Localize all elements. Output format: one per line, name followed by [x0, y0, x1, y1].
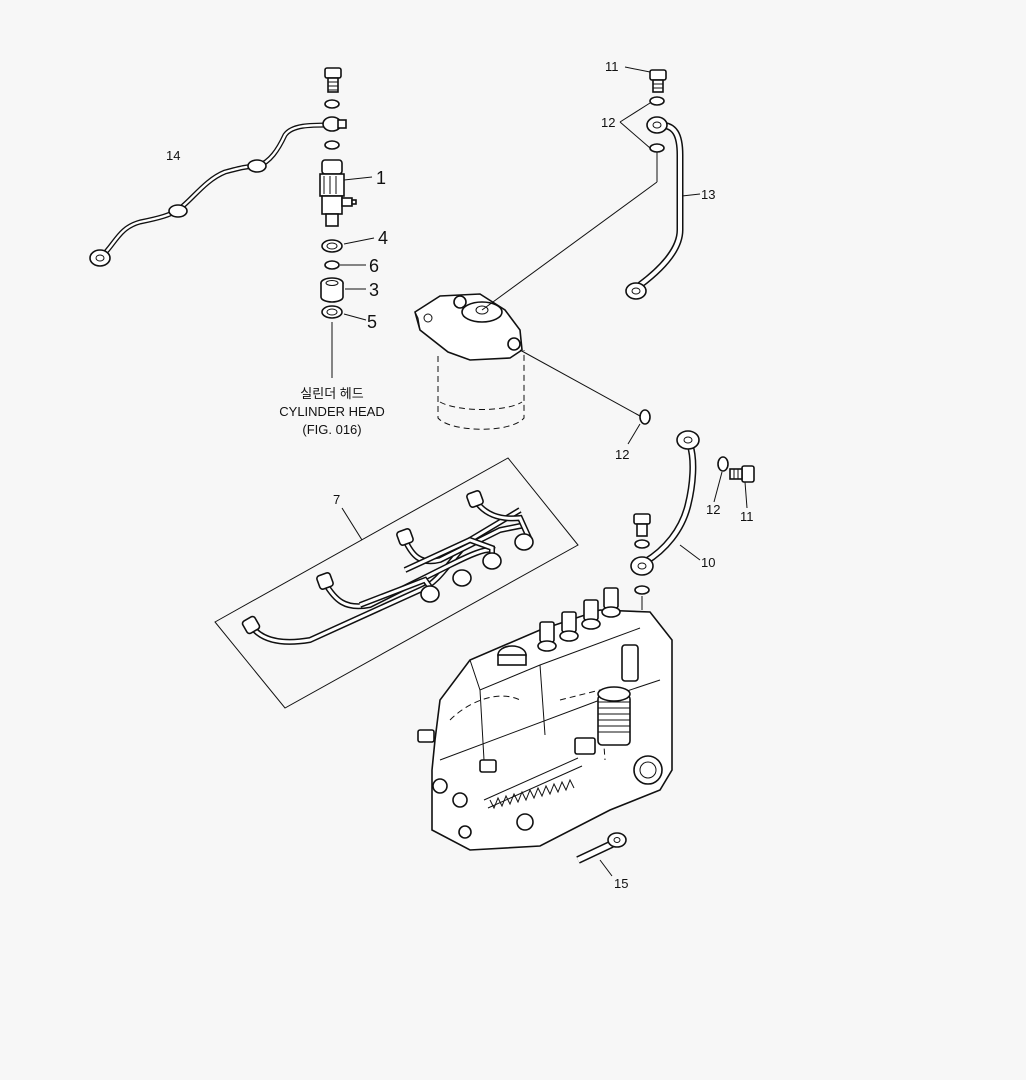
- injection-pipe-set-7: [214, 457, 579, 709]
- washer-above-pump-a: [634, 539, 650, 549]
- return-line-14: [89, 116, 347, 267]
- callout-7: 7: [333, 492, 340, 507]
- callout-11-mid: 11: [740, 509, 754, 524]
- bolt-11-top: [649, 69, 667, 93]
- callout-12-mid-right: 12: [706, 502, 720, 517]
- callout-12-top: 12: [601, 115, 615, 130]
- callout-13: 13: [701, 187, 715, 202]
- washer-4: [321, 239, 343, 253]
- callout-15: 15: [614, 876, 628, 891]
- reference-korean: 실린더 헤드: [300, 386, 364, 401]
- banjo-bolt-top-left: [324, 67, 342, 93]
- callout-3: 3: [369, 280, 379, 300]
- bolt-above-pump: [633, 513, 651, 537]
- washer-5: [321, 305, 343, 319]
- pump-delivery-valves: [537, 587, 621, 652]
- callout-14: 14: [166, 148, 180, 163]
- callout-5: 5: [367, 312, 377, 332]
- washer-top-left-b: [324, 140, 340, 150]
- pipe-10: [630, 430, 700, 576]
- callout-12-mid-left: 12: [615, 447, 629, 462]
- governor-spring: [483, 757, 583, 810]
- washer-12-mid-right: [717, 456, 729, 472]
- bolt-11-mid: [729, 465, 755, 483]
- callout-10: 10: [701, 555, 715, 570]
- connector-15: [576, 832, 627, 864]
- callout-6: 6: [369, 256, 379, 276]
- reference-name: CYLINDER HEAD: [279, 404, 385, 419]
- pipe-13: [625, 116, 684, 300]
- reference-fig: (FIG. 016): [302, 422, 362, 437]
- sleeve-3: [320, 277, 344, 303]
- washer-12-top-b: [649, 143, 665, 153]
- cylinder-head-reference: 실린더 헤드 CYLINDER HEAD (FIG. 016): [262, 385, 402, 439]
- washer-top-left-a: [324, 99, 340, 109]
- fuel-filter: [414, 293, 525, 430]
- washer-above-pump-b: [634, 585, 650, 595]
- washer-12-mid-left: [639, 409, 651, 425]
- priming-pump: [597, 686, 631, 746]
- callout-1: 1: [376, 168, 386, 188]
- injector-1: [319, 159, 357, 227]
- washer-12-top-a: [649, 96, 665, 106]
- o-ring-6: [324, 260, 340, 270]
- callout-4: 4: [378, 228, 388, 248]
- injection-pump: [417, 587, 673, 851]
- callout-11-top: 11: [605, 59, 619, 74]
